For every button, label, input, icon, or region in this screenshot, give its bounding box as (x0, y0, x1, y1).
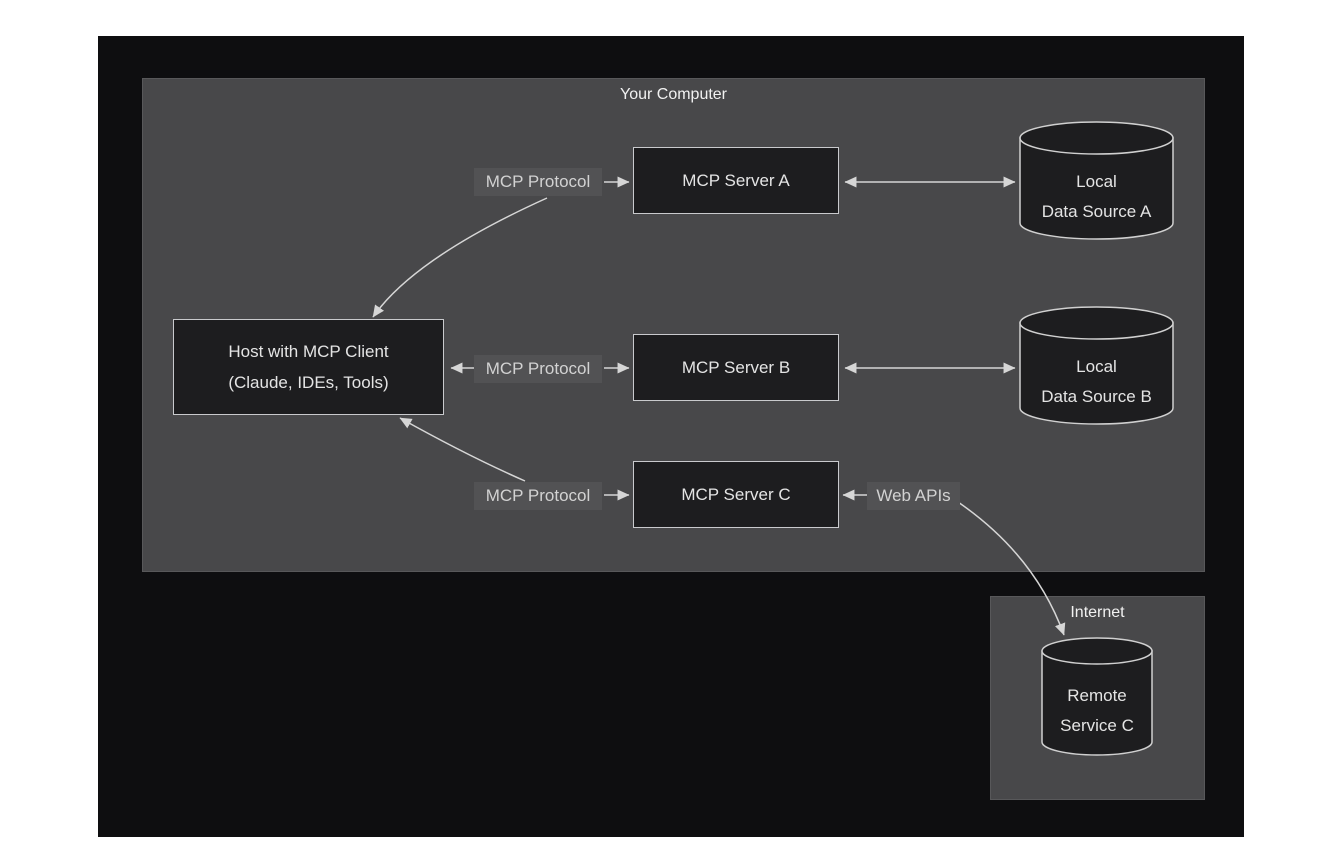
local-data-source-a-label: Local Data Source A (1041, 172, 1152, 221)
edge-label-web-apis: Web APIs (867, 482, 960, 510)
local-data-source-b-label: Local Data Source B (1041, 357, 1152, 406)
mcp-server-c-node: MCP Server C (633, 461, 839, 528)
your-computer-panel-title: Your Computer (619, 86, 728, 103)
diagram-canvas: Your Computer Internet (98, 36, 1244, 837)
edge-label-mcp-protocol-b: MCP Protocol (474, 355, 602, 383)
mcp-server-a-node: MCP Server A (633, 147, 839, 214)
host-node: Host with MCP Client (Claude, IDEs, Tool… (173, 319, 444, 415)
edge-label-mcp-protocol-c: MCP Protocol (474, 482, 602, 510)
edge-label-mcp-protocol-a: MCP Protocol (474, 168, 602, 196)
remote-service-c-label: Remote Service C (1060, 686, 1134, 735)
internet-panel-title: Internet (1070, 604, 1125, 621)
mcp-server-b-node: MCP Server B (633, 334, 839, 401)
